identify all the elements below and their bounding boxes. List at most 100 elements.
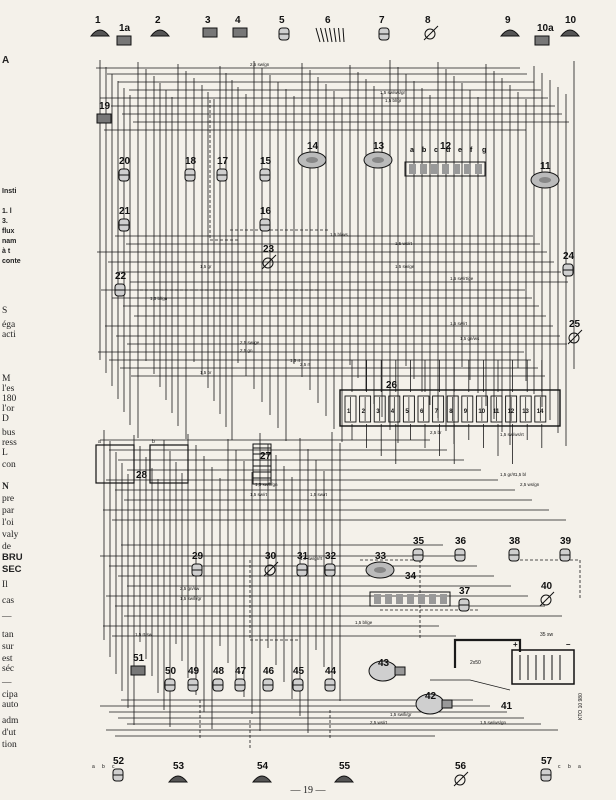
component-23: 23 <box>261 244 277 270</box>
component-number: 57 <box>541 756 553 767</box>
gutter-fragment: séc <box>2 664 15 674</box>
component-53: 53 <box>167 761 189 783</box>
fuse: 1 <box>344 395 357 423</box>
component-11: 11 <box>530 161 560 189</box>
component-38: 38 <box>508 536 521 562</box>
gutter-fragment: éga <box>2 320 16 330</box>
component-number: 41 <box>501 701 513 712</box>
battery-cable-label: 35 sw <box>540 632 553 638</box>
gutter-fragment: sur <box>2 642 14 652</box>
gutter-fragment: l'oi <box>2 518 14 528</box>
component-2: 2 <box>149 15 171 37</box>
gutter-fragment: l'or <box>2 404 15 414</box>
gutter-fragment: 1. l <box>2 208 12 215</box>
component-number: 45 <box>293 666 305 677</box>
fuse-number: 10 <box>478 409 485 415</box>
page-number: — 19 — <box>290 785 326 796</box>
wire-harness <box>96 60 581 750</box>
component-56: 56 <box>453 761 469 787</box>
component-number: 21 <box>119 206 131 217</box>
connector-57-pin-c: c <box>558 764 561 770</box>
component-number: 20 <box>119 156 131 167</box>
component-1: 1 <box>89 15 111 37</box>
fuse-number: 7 <box>435 409 439 415</box>
component-number: 37 <box>459 586 471 597</box>
wire-label: 2,5 rt <box>300 362 311 367</box>
component-number: 3 <box>205 15 211 26</box>
gutter-fragment: N <box>2 482 9 492</box>
component-number: 8 <box>425 15 431 26</box>
component-9: 9 <box>499 15 521 37</box>
component-40: 40 <box>539 581 555 607</box>
component-49: 49 <box>187 666 200 692</box>
gutter-fragment: acti <box>2 330 16 340</box>
component-8: 8 <box>423 15 439 41</box>
component-50: 50 <box>164 666 177 692</box>
component-number: 55 <box>339 761 351 772</box>
connector-28-pin-b: b <box>152 439 155 445</box>
component-number: 42 <box>425 691 437 702</box>
component-number: 43 <box>378 658 390 669</box>
component-57: 57 <box>540 756 553 782</box>
component-number: 29 <box>192 551 204 562</box>
gutter-fragment: BRU <box>2 552 23 563</box>
component-54: 54 <box>251 761 273 783</box>
component-36: 36 <box>454 536 467 562</box>
component-number: 27 <box>260 451 272 462</box>
fuse: 7 <box>432 395 445 423</box>
connector-28-pin-a: a <box>98 439 101 445</box>
connector-52-pin-a: a <box>92 764 95 770</box>
wire-label: 1,5 gr/rt <box>500 472 516 477</box>
fuse-number: 1 <box>347 409 351 415</box>
wire-label: 1,5 ws/rt <box>395 241 413 246</box>
component-55: 55 <box>333 761 355 783</box>
fuse-number: 14 <box>537 409 544 415</box>
wire-label: 1,5 sw/rt/ge <box>450 276 474 281</box>
gutter-fragment: conte <box>2 258 21 265</box>
component-number: 47 <box>235 666 247 677</box>
connector-52-pin-b: b <box>102 764 105 770</box>
fuse-number: 4 <box>391 409 395 415</box>
component-number: 14 <box>307 141 319 152</box>
component-label-26: 26 <box>386 380 398 391</box>
component-number: 10a <box>537 23 554 34</box>
component-17: 17 <box>216 156 229 182</box>
component-number: 12 <box>440 141 452 152</box>
component-20: 20 <box>118 156 131 182</box>
component-6: 6 <box>315 15 345 43</box>
fuse-number: 6 <box>420 409 424 415</box>
connector-block: 28 a b <box>95 439 189 484</box>
component-22: 22 <box>114 271 127 297</box>
connector-52-pin-c: c <box>112 764 115 770</box>
component-number: 53 <box>173 761 185 772</box>
wire-label: 1,5 sw/gr/rt <box>300 556 323 561</box>
gutter-fragment: d'ut <box>2 728 16 738</box>
component-39: 39 <box>559 536 572 562</box>
component-number: 25 <box>569 319 581 330</box>
component-number: 35 <box>413 536 425 547</box>
wire-label: 1,5 sw/ge <box>395 264 415 269</box>
fuse-number: 12 <box>508 409 515 415</box>
component-number: 30 <box>265 551 277 562</box>
component-number: 16 <box>260 206 272 217</box>
component-34: 34 <box>369 571 451 607</box>
wire-label: 1,5 ge/ws <box>460 336 480 341</box>
component-30: 30 <box>263 551 279 577</box>
wire-label: 1,5 sw/li/gr <box>180 596 202 601</box>
component-number: 32 <box>325 551 337 562</box>
component-12: 12 <box>404 141 486 177</box>
component-41: 41 <box>501 701 513 712</box>
component-number: 39 <box>560 536 572 547</box>
component-35: 35 <box>412 536 425 562</box>
gutter-fragment: est <box>2 654 13 664</box>
component-1a: 1a <box>116 23 132 46</box>
component-number: 23 <box>263 244 275 255</box>
connector-57-pin-b: b <box>568 764 571 770</box>
gutter-fragment: con <box>2 460 16 470</box>
wire-label: 1,5 bl/gn <box>150 296 168 301</box>
component-number: 10 <box>565 15 577 26</box>
battery: + – 35 sw 2x50 <box>470 632 575 685</box>
relay-pin-letter: b <box>422 147 426 154</box>
wire-label: 1,5 sw/ws/rt <box>500 432 525 437</box>
